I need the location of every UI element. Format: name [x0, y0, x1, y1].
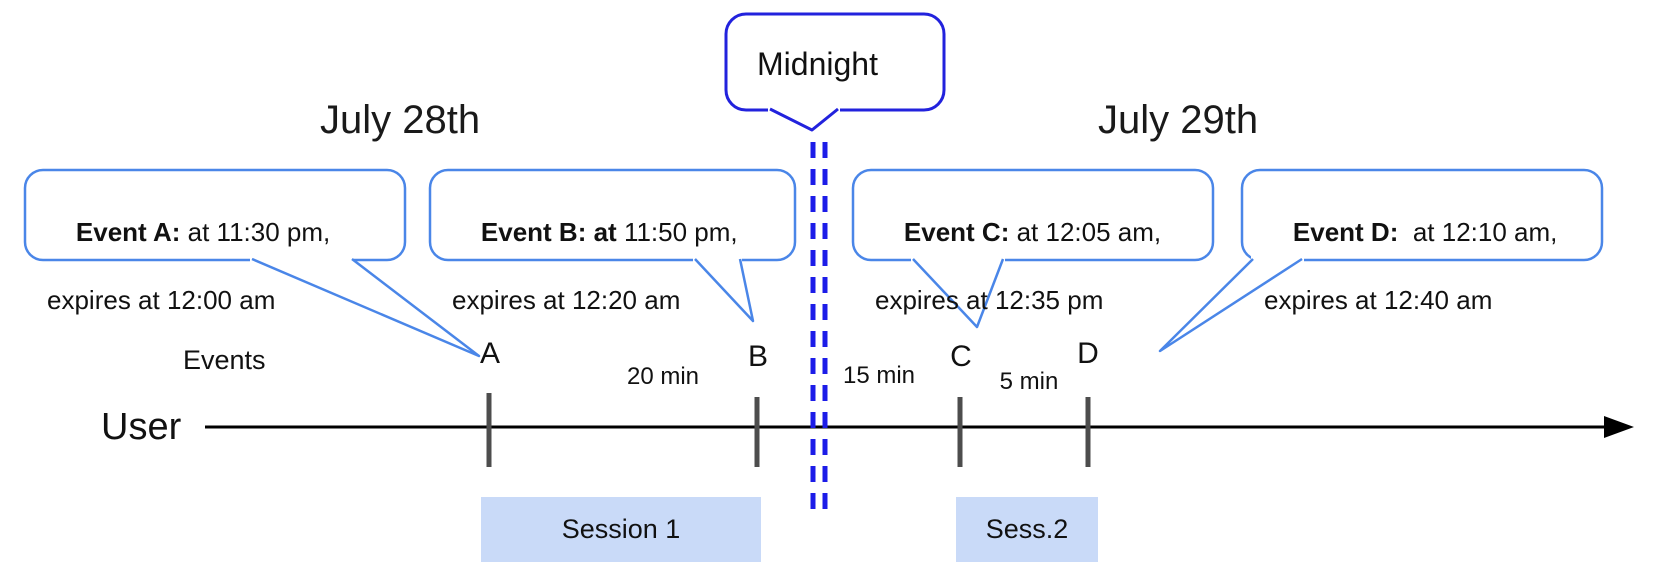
event-a-expiry: expires at 12:00 am — [47, 285, 276, 315]
session-1-bar: Session 1 — [481, 497, 761, 562]
event-b-expiry: expires at 12:20 am — [452, 285, 681, 315]
gap-label-15min: 15 min — [842, 362, 916, 389]
session-1-label: Session 1 — [561, 514, 681, 544]
timeline-arrowhead-icon — [1604, 416, 1634, 438]
marker-letter-a: A — [479, 337, 501, 370]
event-d-title: Event D: — [1292, 217, 1399, 247]
gap-label-20min: 20 min — [626, 363, 700, 390]
marker-letter-c: C — [950, 340, 972, 373]
event-a-callout-tail — [251, 257, 481, 358]
midnight-callout-tail — [769, 107, 839, 132]
marker-letter-b: B — [747, 340, 769, 373]
events-row-label: Events — [183, 345, 266, 375]
event-b-title: Event B: at — [480, 217, 617, 247]
user-axis-label: User — [101, 406, 182, 448]
event-b-callout-bubble — [428, 168, 797, 262]
date-label-july-28: July 28th — [320, 98, 481, 142]
session-2-label: Sess.2 — [985, 514, 1069, 544]
event-a-time: at 11:30 pm, — [180, 217, 331, 247]
event-c-time: at 12:05 am, — [1009, 217, 1162, 247]
event-d-expiry: expires at 12:40 am — [1264, 285, 1493, 315]
event-a-callout-bubble — [23, 168, 407, 262]
session-2-bar: Sess.2 — [956, 497, 1098, 562]
event-b-time: 11:50 pm, — [616, 217, 738, 247]
event-b-callout-tail — [694, 258, 755, 323]
date-label-july-29: July 29th — [1098, 98, 1259, 142]
event-a-callout-text: Event A: at 11:30 pm, expires at 12:00 a… — [47, 181, 387, 385]
event-d-callout-bubble — [1240, 168, 1604, 262]
event-c-title: Event C: — [903, 217, 1010, 247]
marker-letter-d: D — [1077, 337, 1099, 370]
event-d-callout-text: Event D: at 12:10 am, expires at 12:40 a… — [1264, 181, 1589, 385]
event-c-callout-text: Event C: at 12:05 am, expires at 12:35 p… — [875, 181, 1200, 385]
midnight-callout-label: Midnight — [757, 46, 878, 82]
event-c-callout-bubble — [851, 168, 1215, 262]
event-d-time: at 12:10 am, — [1398, 217, 1558, 247]
event-d-callout-tail — [1158, 257, 1303, 353]
event-c-callout-tail — [912, 258, 1005, 329]
event-a-title: Event A: — [75, 217, 181, 247]
event-c-expiry: expires at 12:35 pm — [875, 285, 1104, 315]
gap-label-5min: 5 min — [999, 368, 1059, 395]
event-b-callout-text: Event B: at 11:50 pm, expires at 12:20 a… — [452, 181, 782, 385]
